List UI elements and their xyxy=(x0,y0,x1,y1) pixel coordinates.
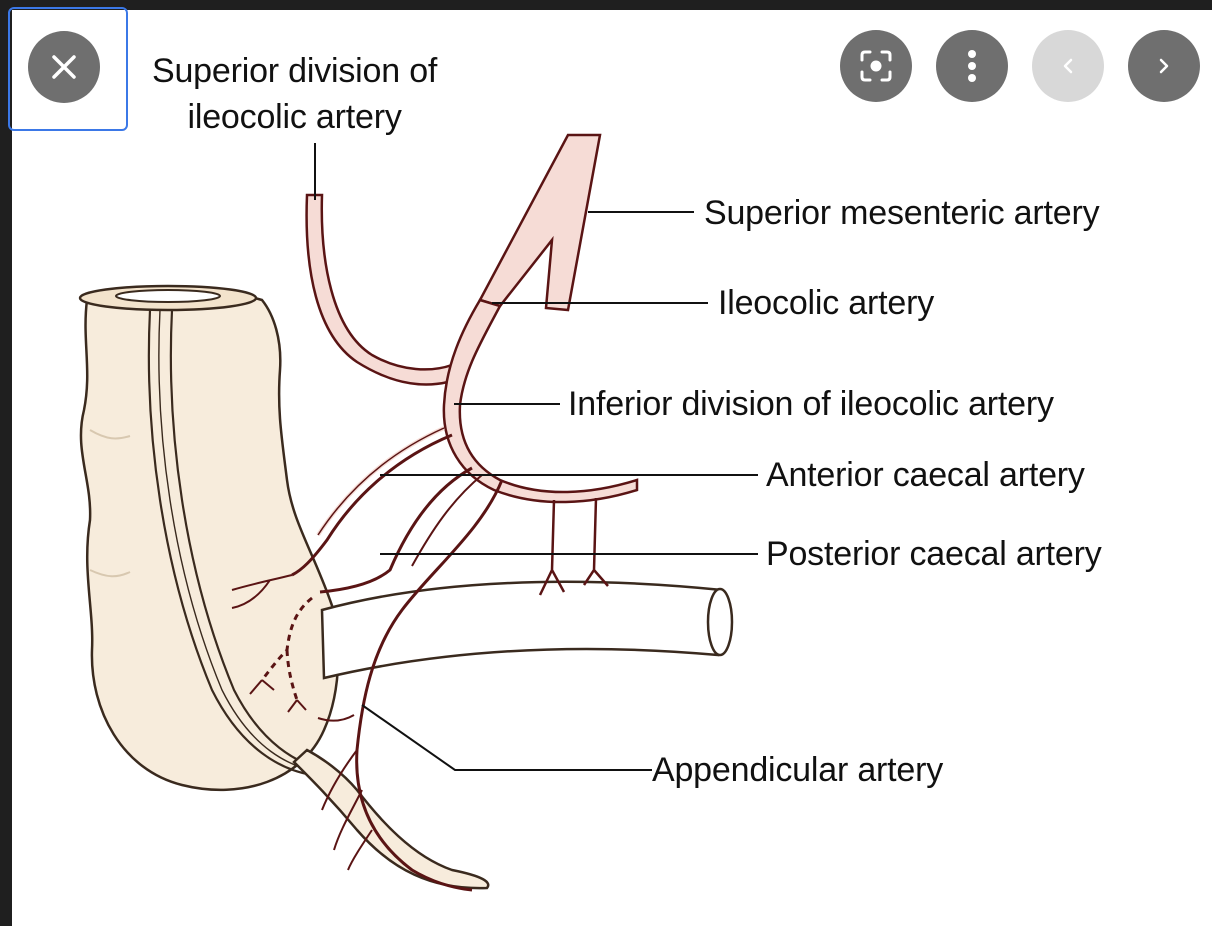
label-superior-mesenteric-artery: Superior mesenteric artery xyxy=(704,194,1100,232)
close-button-focus-ring xyxy=(8,7,128,131)
appendicular-artery xyxy=(355,479,504,892)
label-superior-division-line2: ileocolic artery xyxy=(187,98,402,136)
caecum-shape xyxy=(79,287,340,792)
next-image-button[interactable] xyxy=(1128,30,1200,102)
close-icon xyxy=(52,55,76,79)
superior-division-artery xyxy=(305,193,454,386)
label-ileocolic-artery: Ileocolic artery xyxy=(718,284,934,322)
more-vert-icon xyxy=(968,50,976,82)
ileocolic-artery-illustration xyxy=(78,133,758,892)
label-posterior-caecal-artery: Posterior caecal artery xyxy=(766,535,1102,573)
visual-search-button[interactable] xyxy=(840,30,912,102)
chevron-right-icon xyxy=(1159,58,1169,74)
superior-mesenteric-artery xyxy=(478,133,602,312)
previous-image-button[interactable] xyxy=(1032,30,1104,102)
taenia-band xyxy=(147,309,313,777)
label-appendicular-artery: Appendicular artery xyxy=(652,751,944,789)
close-button[interactable] xyxy=(28,31,100,103)
label-inferior-division: Inferior division of ileocolic artery xyxy=(568,385,1054,423)
label-anterior-caecal-artery: Anterior caecal artery xyxy=(766,456,1085,494)
appendix-shape xyxy=(292,748,490,890)
label-superior-division-line1: Superior division of xyxy=(152,52,438,90)
diagram-image: Superior division of ileocolic artery Su… xyxy=(12,10,1212,926)
ileum-shape xyxy=(320,580,724,680)
more-options-button[interactable] xyxy=(936,30,1008,102)
visual-search-icon xyxy=(860,50,892,82)
label-superior-division: Superior division of ileocolic artery xyxy=(152,48,437,140)
chevron-left-icon xyxy=(1063,58,1073,74)
leader-lines xyxy=(314,143,758,771)
